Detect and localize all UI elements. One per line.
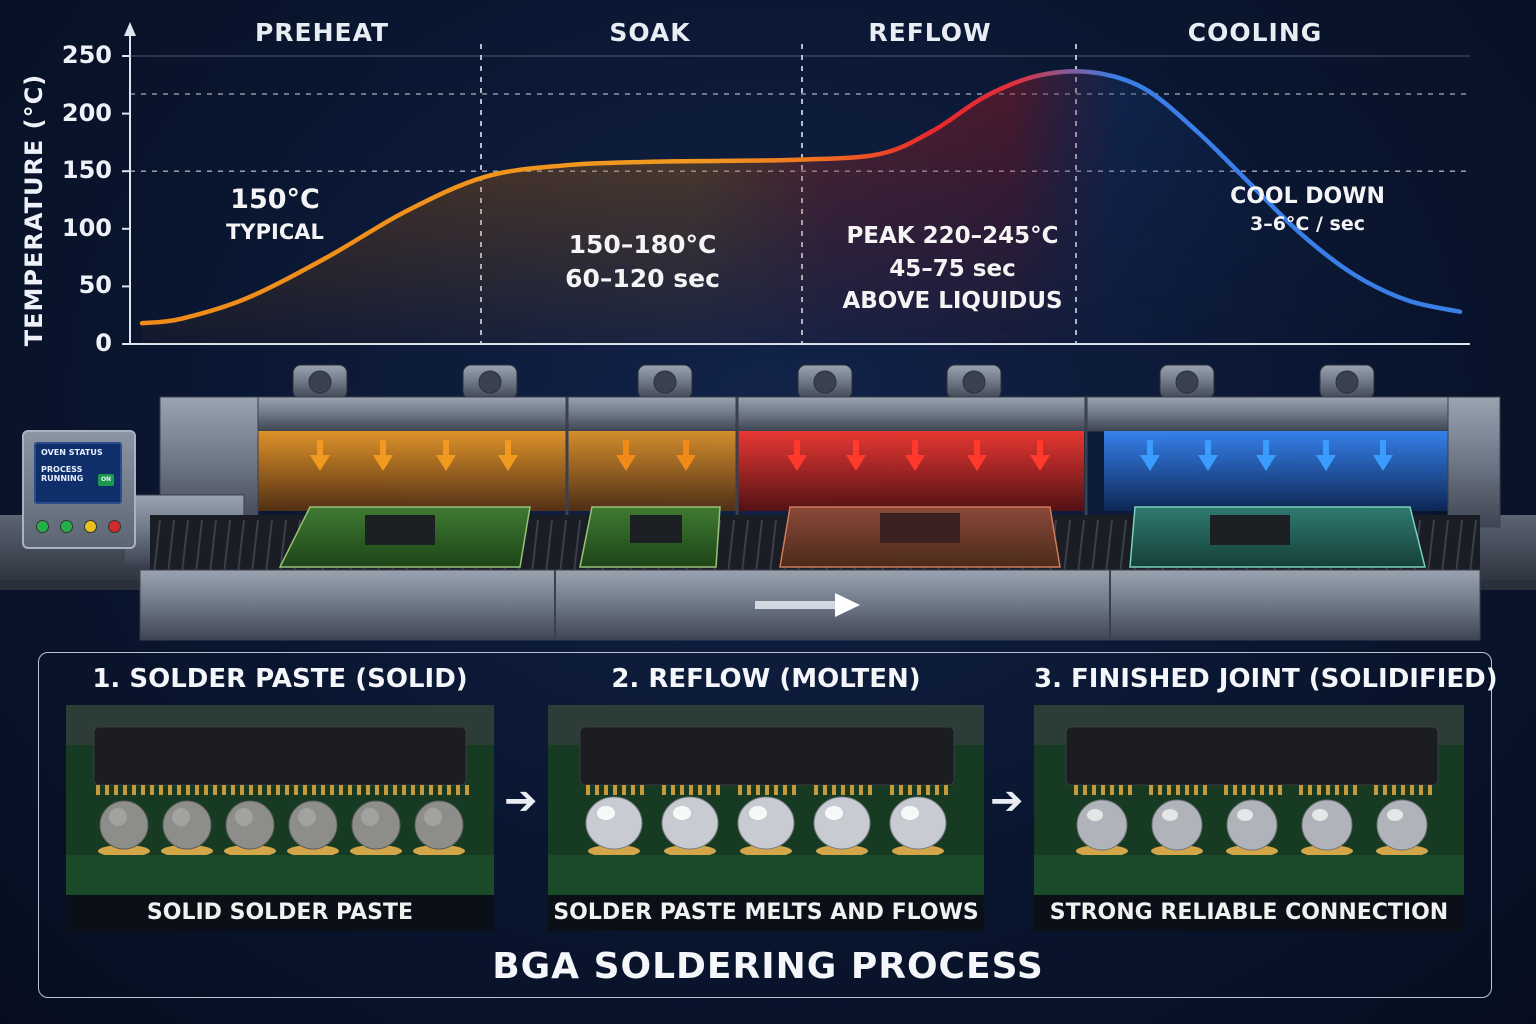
step-1-title: 1. SOLDER PASTE (SOLID) — [92, 664, 468, 694]
steps-panel — [38, 652, 1492, 998]
phase-cooling: COOLING — [1187, 18, 1323, 47]
annotation-preheat: 150°C TYPICAL — [226, 184, 324, 245]
arrow-down-icon — [1198, 440, 1218, 471]
profile-area — [142, 71, 1460, 344]
pcb-boards — [278, 506, 1426, 568]
led-green-2[interactable] — [60, 520, 73, 533]
annotation-soak: 150–180°C 60–120 sec — [565, 230, 720, 293]
arrow-down-icon — [1256, 440, 1276, 471]
monitor-status-line2: RUNNING — [41, 474, 84, 483]
arrow-down-icon — [1316, 440, 1336, 471]
arrow-down-icon — [676, 440, 696, 471]
y-tick-marks — [122, 55, 130, 345]
step-3-image — [1034, 705, 1464, 895]
oven-fans — [292, 364, 1375, 400]
zone-soak — [568, 431, 736, 511]
led-yellow[interactable] — [84, 520, 97, 533]
arrow-down-icon — [787, 440, 807, 471]
y-tick-label: 200 — [61, 98, 112, 127]
arrow-down-icon — [436, 440, 456, 471]
arrow-down-icon — [373, 440, 393, 471]
y-axis-arrow-icon — [124, 22, 136, 36]
arrow-down-icon — [1030, 440, 1050, 471]
y-tick-label: 150 — [61, 156, 112, 185]
led-red[interactable] — [108, 520, 121, 533]
step-3-caption: STRONG RELIABLE CONNECTION — [1034, 895, 1464, 931]
step-3-title: 3. FINISHED JOINT (SOLIDIFIED) — [1034, 664, 1498, 694]
annotation-reflow: PEAK 220–245°C 45–75 sec ABOVE LIQUIDUS — [842, 223, 1063, 315]
zone-preheat — [258, 431, 566, 511]
step-1-image — [66, 705, 494, 895]
status-badge: ON — [98, 474, 114, 486]
y-tick-label: 250 — [61, 41, 112, 69]
step-2-image — [548, 705, 984, 895]
led-green-1[interactable] — [36, 520, 49, 533]
zone-cooling — [1104, 431, 1448, 511]
arrow-down-icon — [616, 440, 636, 471]
annotation-cooling: COOL DOWN 3–6°C / sec — [1230, 184, 1385, 235]
step-arrow-icon: ➔ — [504, 778, 538, 824]
arrow-down-icon — [498, 440, 518, 471]
footer-title: BGA SOLDERING PROCESS — [492, 946, 1044, 987]
profile-curve — [139, 68, 1463, 326]
y-tick-label: 0 — [95, 329, 112, 357]
oven-status-monitor: OVEN STATUS PROCESS RUNNING ON — [22, 430, 136, 549]
phase-soak: SOAK — [609, 18, 691, 47]
step-2-caption: SOLDER PASTE MELTS AND FLOWS — [548, 895, 984, 931]
arrow-down-icon — [846, 440, 866, 471]
arrow-down-icon — [310, 440, 330, 471]
monitor-status-line1: PROCESS — [41, 465, 83, 474]
monitor-screen: OVEN STATUS PROCESS RUNNING ON — [34, 442, 122, 504]
step-1-caption: SOLID SOLDER PASTE — [66, 895, 494, 931]
arrow-down-icon — [1373, 440, 1393, 471]
arrow-down-icon — [905, 440, 925, 471]
reflow-oven — [0, 364, 1536, 641]
arrow-down-icon — [1140, 440, 1160, 471]
conveyor-arrow-icon — [755, 593, 860, 617]
heat-arrows — [310, 440, 1393, 471]
step-2-title: 2. REFLOW (MOLTEN) — [611, 664, 921, 694]
step-arrow-icon: ➔ — [990, 778, 1024, 824]
phase-reflow: REFLOW — [868, 18, 992, 47]
zone-reflow — [738, 431, 1084, 511]
y-tick-label: 100 — [61, 213, 112, 242]
phase-preheat: PREHEAT — [254, 18, 390, 47]
reference-lines — [130, 93, 1470, 172]
arrow-down-icon — [967, 440, 987, 471]
reflow-profile-chart — [122, 22, 1470, 345]
y-tick-label: 50 — [78, 271, 112, 300]
monitor-title: OVEN STATUS — [41, 448, 103, 457]
